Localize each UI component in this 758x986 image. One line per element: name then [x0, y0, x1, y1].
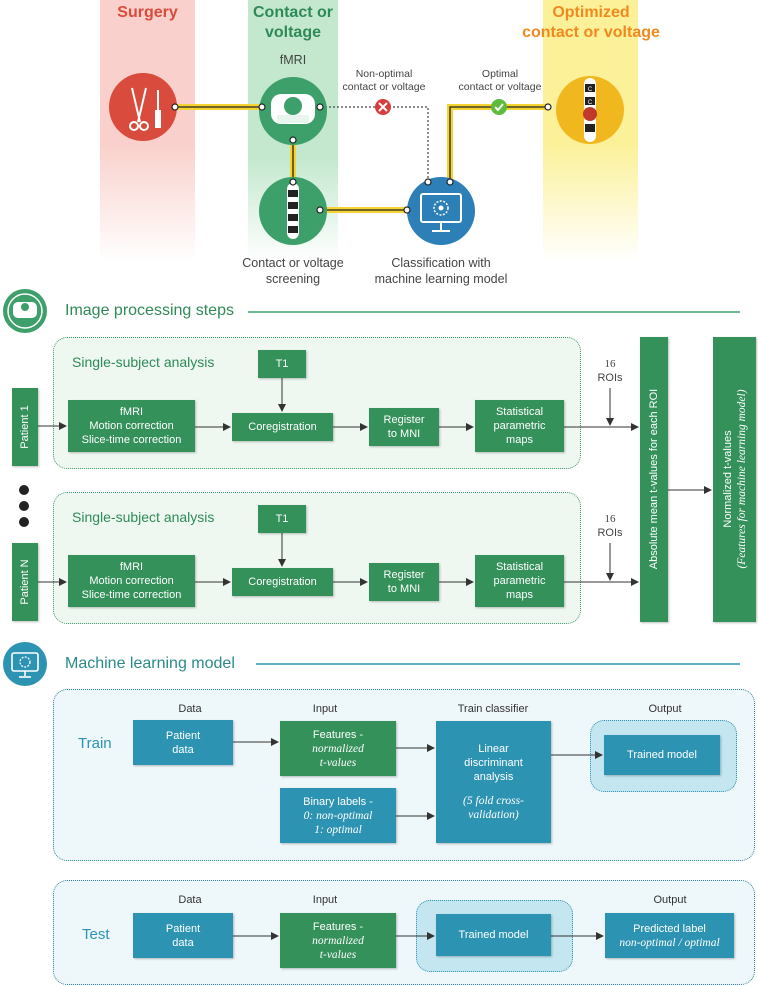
train-col-data: Data [178, 703, 202, 715]
coregistration-box-1: Coregistration [232, 413, 333, 441]
single-subject-title-N: Single-subject analysis [72, 509, 215, 525]
train-col-classifier: Train classifier [457, 703, 529, 715]
t1-box-N: T1 [258, 505, 306, 533]
normalized-box [713, 337, 756, 622]
patient-N-box [12, 543, 38, 621]
ml-title: Machine learning model [65, 655, 235, 672]
single-subject-title-1: Single-subject analysis [72, 354, 215, 370]
ml-arrows [233, 738, 604, 940]
test-col-data: Data [178, 894, 202, 906]
train-trained-model-box: Trained model [604, 735, 720, 775]
predicted-label-box: Predicted label non-optimal / optimal [605, 913, 734, 958]
train-features-box: Features - normalized t-values [280, 721, 396, 776]
test-label: Test [82, 926, 110, 943]
train-col-output: Output [648, 703, 682, 715]
test-trained-model-box: Trained model [436, 914, 551, 956]
image-processing-icon [3, 289, 740, 333]
test-col-output: Output [653, 894, 687, 906]
surgery-header: Surgery [117, 4, 178, 21]
test-features-box: Features - normalized t-values [280, 913, 396, 968]
more-patients-dots [19, 485, 29, 527]
fmri-label: fMRI [279, 53, 307, 67]
t1-box-1: T1 [258, 350, 306, 378]
workflow-diagram [109, 73, 624, 245]
image-processing-title: Image processing steps [65, 302, 234, 319]
coregistration-box-N: Coregistration [232, 568, 333, 596]
ml-icon [3, 642, 740, 686]
binary-labels-box: Binary labels - 0: non-optimal 1: optima… [280, 788, 396, 843]
train-label: Train [78, 735, 112, 752]
absolute-mean-box [640, 337, 668, 622]
patient-1-box [12, 388, 38, 466]
processing-arrows [38, 378, 712, 586]
train-col-input: Input [312, 703, 338, 715]
test-col-input: Input [312, 894, 338, 906]
